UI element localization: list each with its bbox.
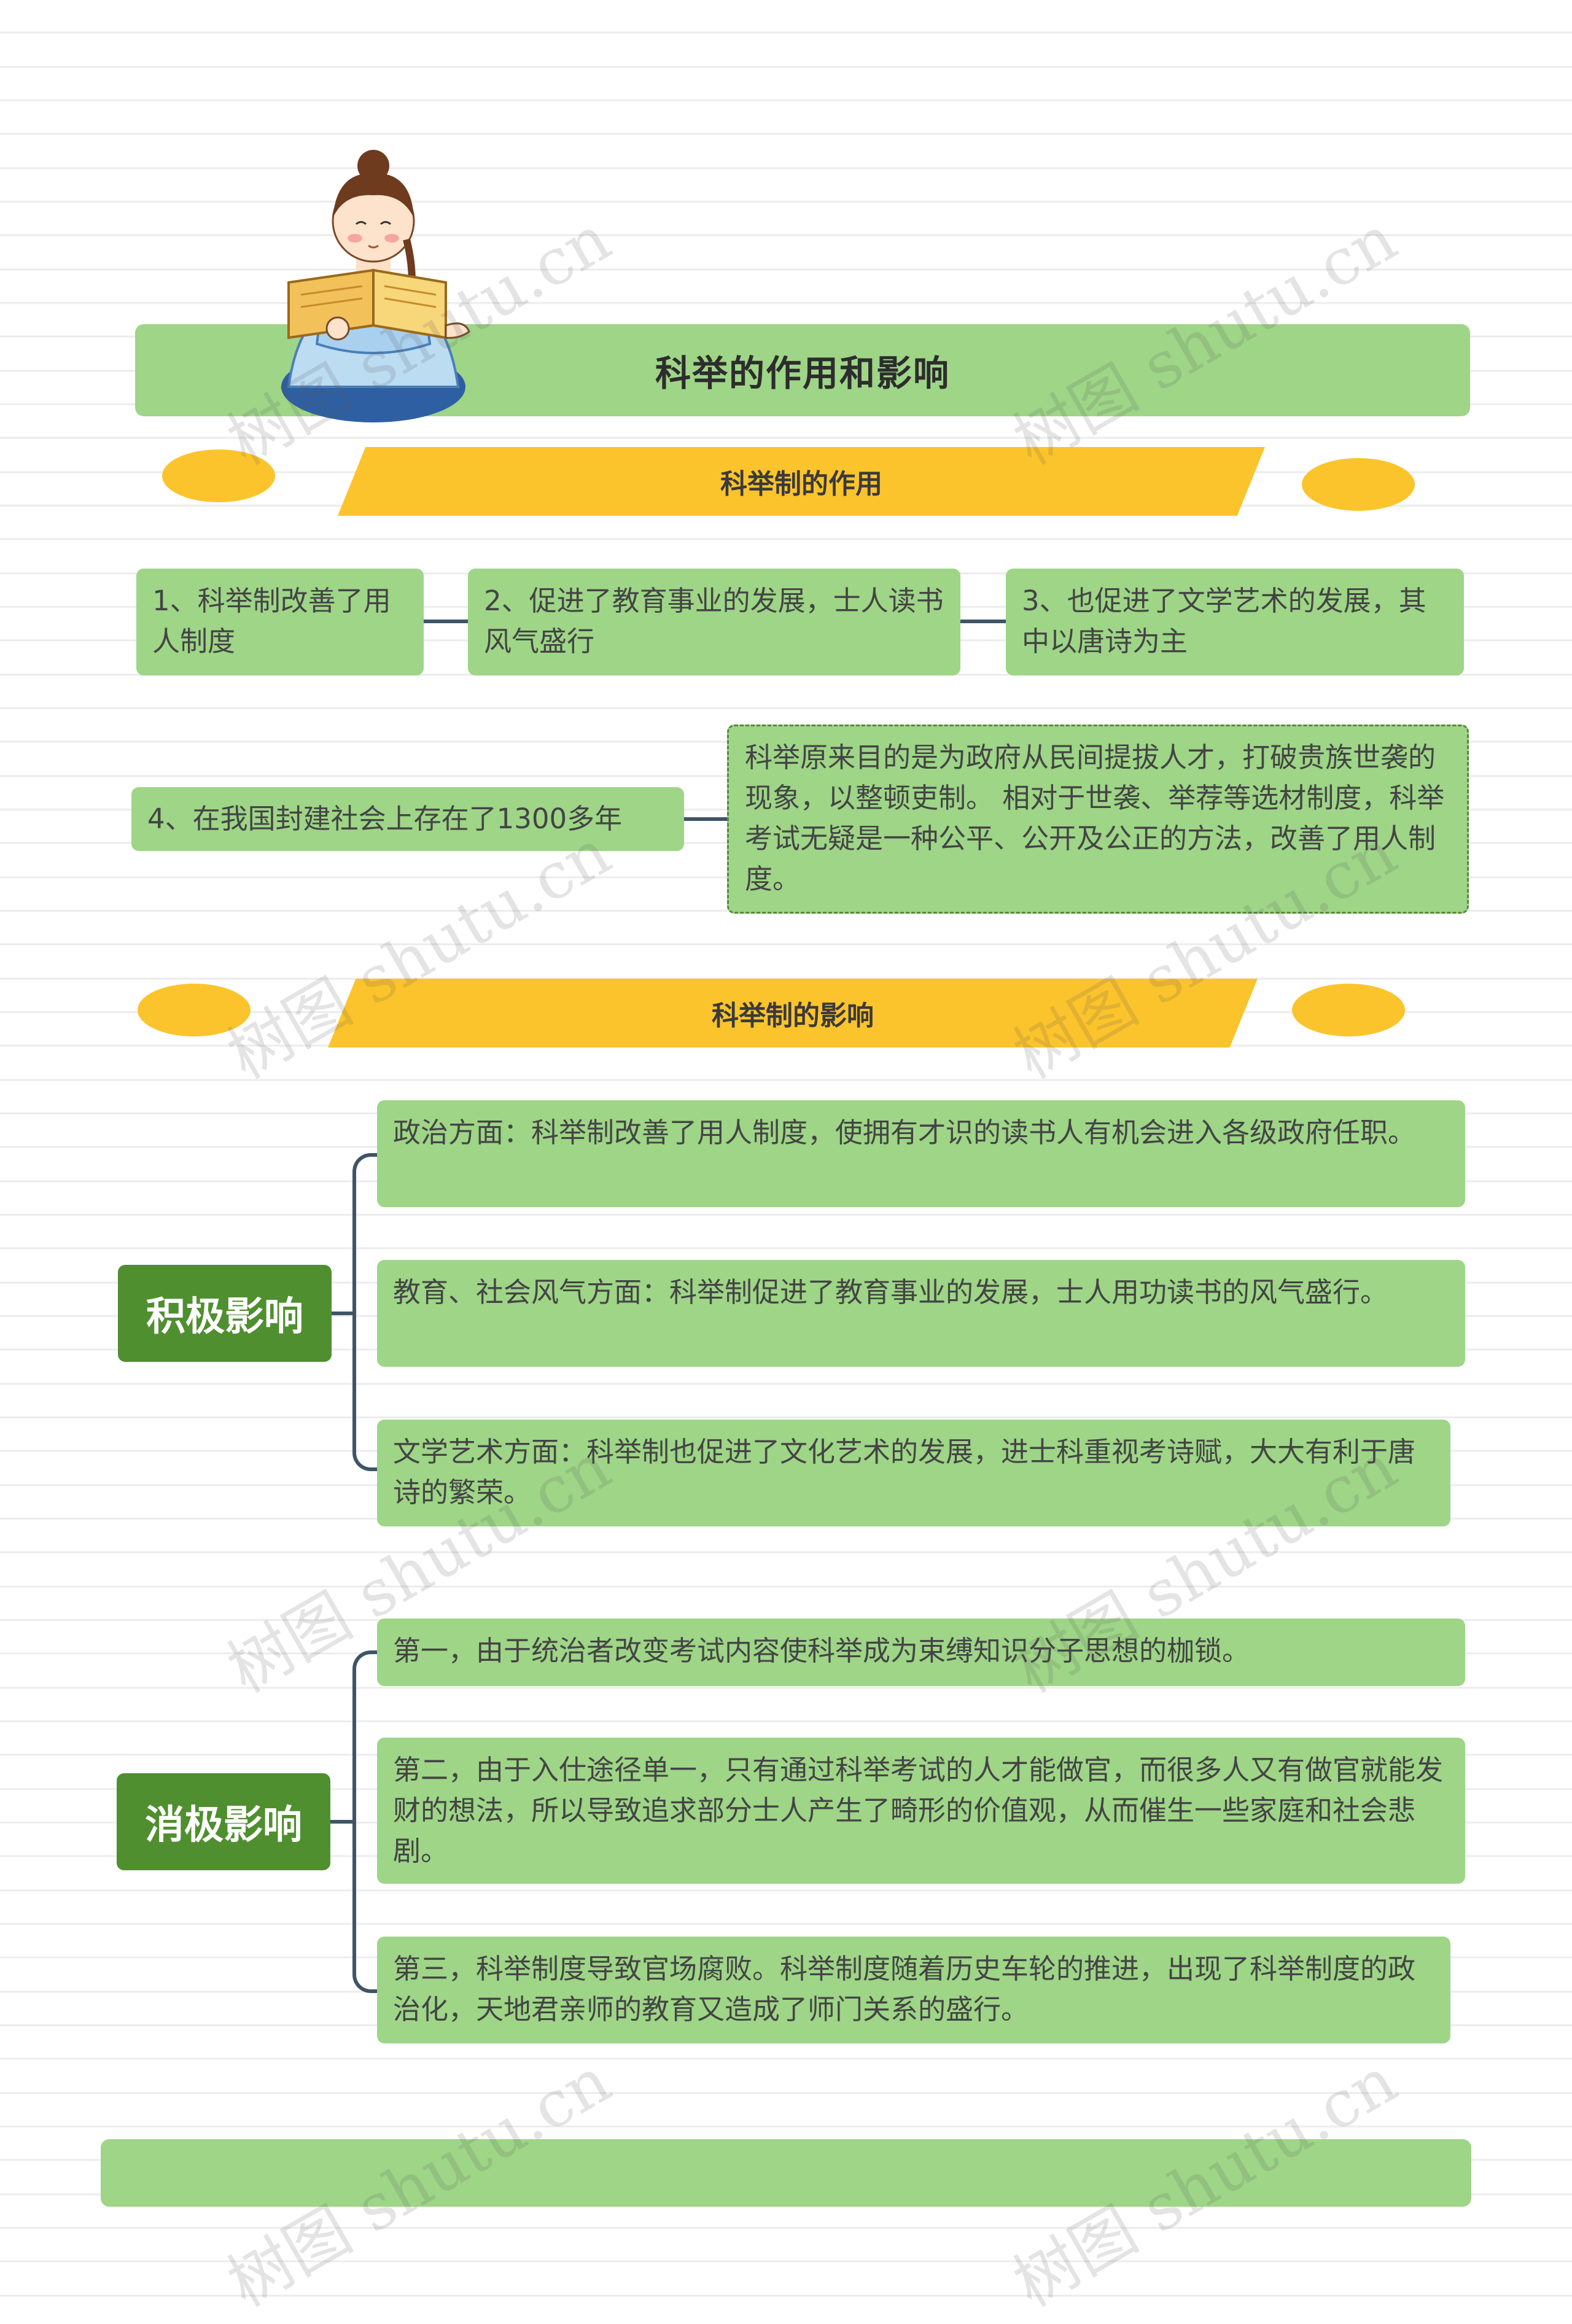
page-title: 科举的作用和影响 (655, 344, 950, 396)
role-item-4: 4、在我国封建社会上存在了1300多年 (131, 787, 684, 851)
section-banner-impact: 科举制的影响 (328, 979, 1258, 1047)
negative-root: 消极影响 (117, 1773, 330, 1870)
section-heading-role: 科举制的作用 (720, 462, 882, 501)
positive-item-3: 文学艺术方面：科举制也促进了文化艺术的发展，进士科重视考诗赋，大大有利于唐诗的繁… (377, 1420, 1450, 1526)
section-heading-impact: 科举制的影响 (712, 993, 874, 1033)
positive-bracket (352, 1153, 379, 1471)
negative-item-1: 第一，由于统治者改变考试内容使科举成为束缚知识分子思想的枷锁。 (377, 1619, 1465, 1686)
note-box: 科举原来目的是为政府从民间提拔人才，打破贵族世袭的现象，以整顿吏制。 相对于世袭… (727, 725, 1469, 914)
connector-1-2 (424, 620, 468, 623)
positive-root: 积极影响 (118, 1265, 332, 1362)
role-item-1: 1、科举制改善了用人制度 (136, 569, 424, 675)
positive-stem (332, 1312, 355, 1315)
role-item-3: 3、也促进了文学艺术的发展，其中以唐诗为主 (1006, 569, 1464, 675)
role-item-2: 2、促进了教育事业的发展，士人读书风气盛行 (468, 569, 960, 675)
section-banner-role: 科举制的作用 (338, 447, 1265, 516)
banner-ellipse-left-1 (162, 449, 275, 502)
connector-2-3 (960, 620, 1006, 623)
negative-stem (330, 1820, 355, 1824)
negative-item-3: 第三，科举制度导致官场腐败。科举制度随着历史车轮的推进，出现了科举制度的政治化，… (377, 1937, 1450, 2043)
banner-ellipse-right-1 (1302, 458, 1415, 511)
negative-bracket (352, 1650, 379, 1993)
footer-bar (101, 2139, 1471, 2207)
banner-ellipse-right-2 (1292, 984, 1405, 1036)
scholar-illustration (264, 141, 473, 436)
positive-item-2: 教育、社会风气方面：科举制促进了教育事业的发展，士人用功读书的风气盛行。 (377, 1260, 1465, 1367)
positive-item-1: 政治方面：科举制改善了用人制度，使拥有才识的读书人有机会进入各级政府任职。 (377, 1100, 1465, 1207)
connector-4-note (684, 817, 727, 821)
negative-item-2: 第二，由于入仕途径单一，只有通过科举考试的人才能做官，而很多人又有做官就能发财的… (377, 1738, 1465, 1884)
banner-ellipse-left-2 (138, 984, 251, 1036)
